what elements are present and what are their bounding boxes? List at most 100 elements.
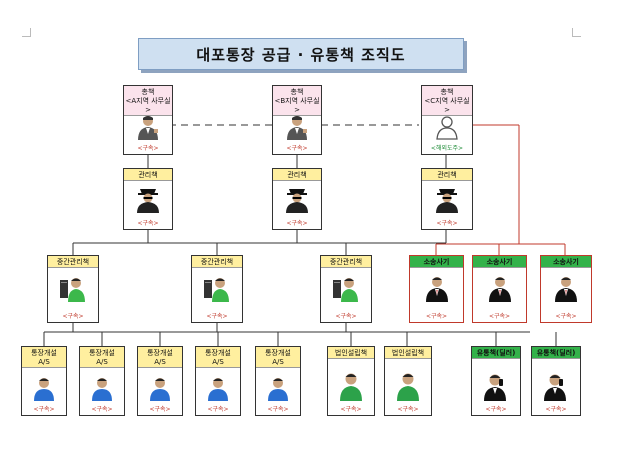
suited-person-icon	[487, 274, 513, 306]
manager-role: 관리책	[422, 169, 472, 181]
boss-header: 총책 <B지역 사무실>	[273, 86, 321, 116]
bottom-role: 통장개설	[147, 349, 173, 357]
lawsuit-role: 소송사기	[410, 256, 463, 268]
boss-role: 총책	[440, 88, 454, 96]
mid-manager-role: 중간관리책	[48, 256, 98, 268]
bottom-role: 통장개설	[205, 349, 231, 357]
phone-person-icon	[543, 371, 569, 405]
status-label: <구속>	[267, 406, 289, 413]
bottom-role: 통장개설	[31, 349, 57, 357]
status-label: <구속>	[485, 406, 507, 413]
mid-manager-node: 중간관리책 <구속>	[47, 255, 99, 323]
computer-user-icon	[331, 274, 361, 306]
bottom-sub: A/S	[212, 358, 224, 366]
bottom-sub: A/S	[154, 358, 166, 366]
status-label: <구속>	[335, 313, 357, 320]
boss-role: 총책	[290, 88, 304, 96]
bottom-header: 법인설립책	[385, 347, 431, 359]
manager-node: 관리책 <구속>	[272, 168, 322, 230]
mid-manager-role: 중간관리책	[321, 256, 371, 268]
person-icon	[135, 114, 161, 144]
blue-person-icon	[90, 375, 114, 405]
blue-person-icon	[206, 375, 230, 405]
status-label: <구속>	[555, 313, 577, 320]
person-icon	[284, 114, 310, 144]
lawsuit-fraud-node: 소송사기 <구속>	[409, 255, 464, 323]
phone-person-icon	[483, 371, 509, 405]
manager-role: 관리책	[124, 169, 172, 181]
hooded-person-icon	[283, 185, 311, 217]
suited-person-icon	[424, 274, 450, 306]
mid-manager-node: 중간관리책 <구속>	[320, 255, 372, 323]
boss-office: <A지역 사무실>	[125, 97, 171, 114]
status-label: <구속>	[286, 145, 308, 152]
status-label: <구속>	[488, 313, 511, 320]
unknown-person-icon	[434, 114, 460, 144]
bottom-sub: A/S	[96, 358, 108, 366]
status-label: <해외도주>	[430, 145, 464, 152]
chart-title: 대포통장 공급 · 유통책 조직도	[138, 38, 464, 70]
bottom-role: 유통책(딜러)	[476, 349, 516, 357]
bottom-sub: A/S	[38, 358, 50, 366]
lawsuit-role: 소송사기	[541, 256, 591, 268]
bottom-sub: A/S	[272, 358, 284, 366]
corp-founder-node: 법인설립책 <구속>	[384, 346, 432, 416]
manager-node: 관리책 <구속>	[421, 168, 473, 230]
status-label: <구속>	[206, 313, 228, 320]
suited-person-icon	[553, 274, 579, 306]
bottom-role: 통장개설	[89, 349, 115, 357]
status-label: <구속>	[137, 220, 159, 227]
green-person-icon	[395, 371, 421, 405]
boss-role: 총책	[141, 88, 155, 96]
green-person-icon	[338, 371, 364, 405]
status-label: <구속>	[62, 313, 84, 320]
boss-node-b: 총책 <B지역 사무실> <구속>	[272, 85, 322, 155]
bottom-role: 통장개설	[265, 349, 291, 357]
blue-person-icon	[148, 375, 172, 405]
bottom-role: 법인설립책	[391, 349, 425, 357]
status-label: <구속>	[91, 406, 113, 413]
bottom-role: 유통책(딜러)	[536, 349, 576, 357]
status-label: <구속>	[33, 406, 55, 413]
mid-manager-role: 중간관리책	[192, 256, 242, 268]
computer-user-icon	[58, 274, 88, 306]
boss-node-a: 총책 <A지역 사무실> <구속>	[123, 85, 173, 155]
status-label: <구속>	[397, 406, 419, 413]
status-label: <구속>	[207, 406, 229, 413]
status-label: <구속>	[340, 406, 362, 413]
status-label: <구속>	[436, 220, 458, 227]
boss-office: <C지역 사무실>	[424, 97, 470, 114]
status-label: <구속>	[286, 220, 308, 227]
dealer-node: 유통책(딜러) <구속>	[471, 346, 521, 416]
corp-founder-node: 법인설립책 <구속>	[327, 346, 375, 416]
status-label: <구속>	[545, 406, 567, 413]
lawsuit-fraud-node: 소송사기 <구속>	[540, 255, 592, 323]
bottom-header: 유통책(딜러)	[532, 347, 580, 359]
boss-node-c: 총책 <C지역 사무실> <해외도주>	[421, 85, 473, 155]
boss-header: 총책 <A지역 사무실>	[124, 86, 172, 116]
hooded-person-icon	[433, 185, 461, 217]
blue-person-icon	[266, 375, 290, 405]
crop-mark	[572, 28, 581, 37]
lawsuit-fraud-node: 소송사기 <구속>	[472, 255, 527, 323]
status-label: <구속>	[149, 406, 171, 413]
manager-node: 관리책 <구속>	[123, 168, 173, 230]
manager-role: 관리책	[273, 169, 321, 181]
computer-user-icon	[202, 274, 232, 306]
boss-office: <B지역 사무실>	[274, 97, 320, 114]
bottom-header: 유통책(딜러)	[472, 347, 520, 359]
bottom-header: 법인설립책	[328, 347, 374, 359]
hooded-person-icon	[134, 185, 162, 217]
status-label: <구속>	[425, 313, 448, 320]
mid-manager-node: 중간관리책 <구속>	[191, 255, 243, 323]
